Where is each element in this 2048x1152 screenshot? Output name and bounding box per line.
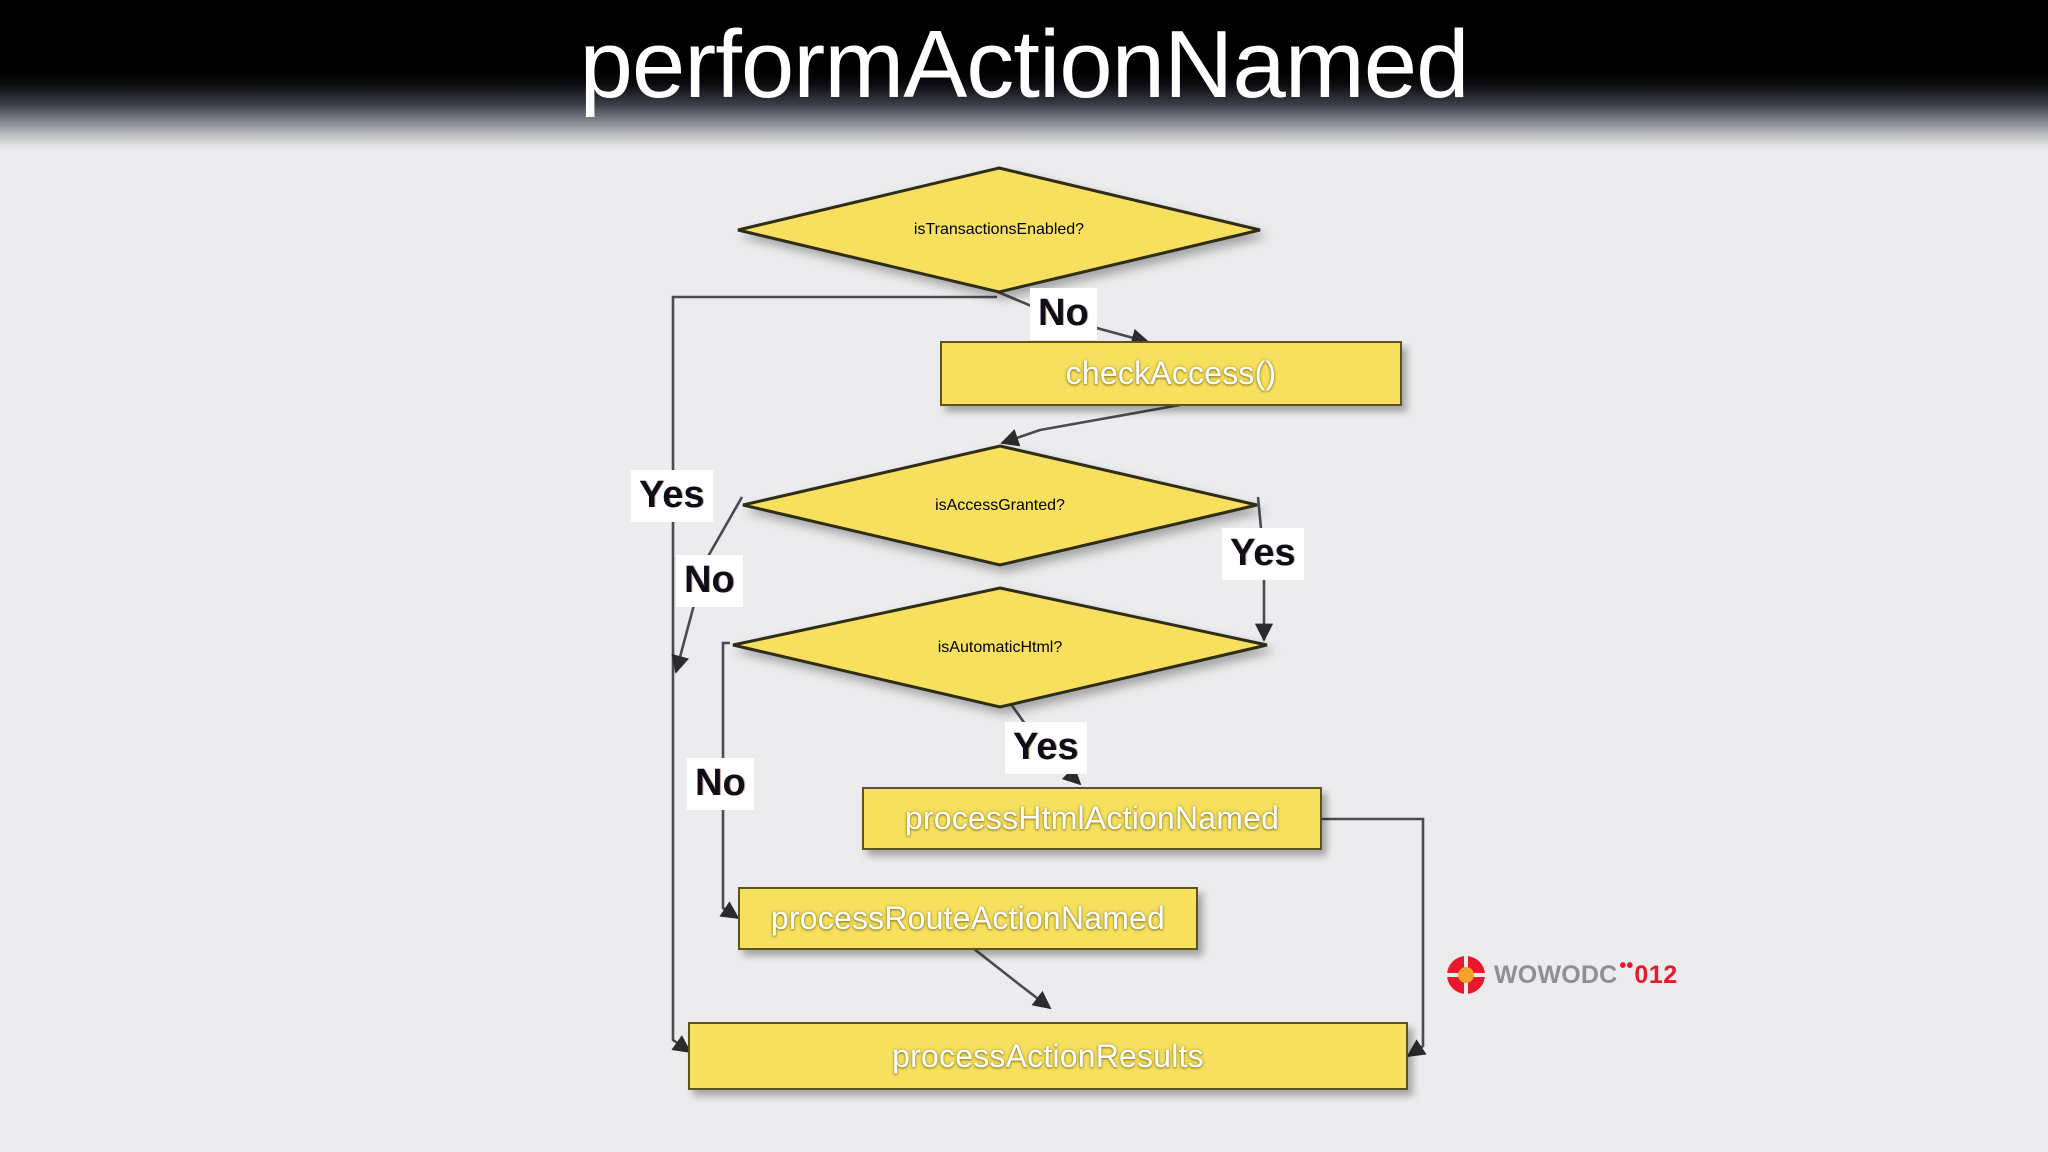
page-title: performActionNamed xyxy=(579,11,1469,118)
node-is-transactions-enabled[interactable]: isTransactionsEnabled? xyxy=(735,165,1263,295)
edge-label-transactions-no: No xyxy=(1030,288,1097,340)
wowodc-ticks: •• xyxy=(1619,955,1634,977)
wowodc-year: 012 xyxy=(1634,961,1678,989)
node-label: isAccessGranted? xyxy=(935,496,1065,514)
node-label: processHtmlActionNamed xyxy=(904,800,1280,836)
node-process-html-action-named[interactable]: processHtmlActionNamed xyxy=(862,787,1322,850)
node-process-route-action-named[interactable]: processRouteActionNamed xyxy=(738,887,1198,950)
diamond-shape xyxy=(732,586,1268,709)
edge-label-transactions-yes: Yes xyxy=(631,470,713,522)
diamond-shape xyxy=(742,444,1258,567)
node-is-automatic-html[interactable]: isAutomaticHtml? xyxy=(730,585,1270,710)
edge-label-automatic-html-yes: Yes xyxy=(1005,722,1087,774)
edge-checkaccess-to-accessgranted xyxy=(1000,403,1181,447)
node-check-access[interactable]: checkAccess() xyxy=(940,341,1402,406)
edge-html-to-results xyxy=(1322,817,1427,1058)
edge-route-to-results xyxy=(968,943,1052,1010)
wowodc-wordmark: WOWODC xyxy=(1494,961,1618,989)
edge-label-access-granted-yes: Yes xyxy=(1222,528,1304,580)
wowodc-logo: WOWODC •• 012 xyxy=(1447,952,1678,998)
node-label: processRouteActionNamed xyxy=(770,900,1166,936)
node-label: isAutomaticHtml? xyxy=(937,638,1063,656)
node-process-action-results[interactable]: processActionResults xyxy=(688,1022,1408,1090)
node-label: checkAccess() xyxy=(1065,355,1277,391)
node-is-access-granted[interactable]: isAccessGranted? xyxy=(740,443,1260,568)
edge-label-access-granted-no: No xyxy=(676,555,743,607)
node-label: processActionResults xyxy=(892,1037,1204,1074)
mark-inner-dot xyxy=(1458,967,1474,983)
slide-header-band xyxy=(0,0,2048,152)
diamond-shape xyxy=(737,166,1261,294)
node-label: isTransactionsEnabled? xyxy=(913,221,1085,238)
edge-label-automatic-html-no: No xyxy=(687,758,754,810)
wowodc-mark-icon xyxy=(1447,956,1485,994)
